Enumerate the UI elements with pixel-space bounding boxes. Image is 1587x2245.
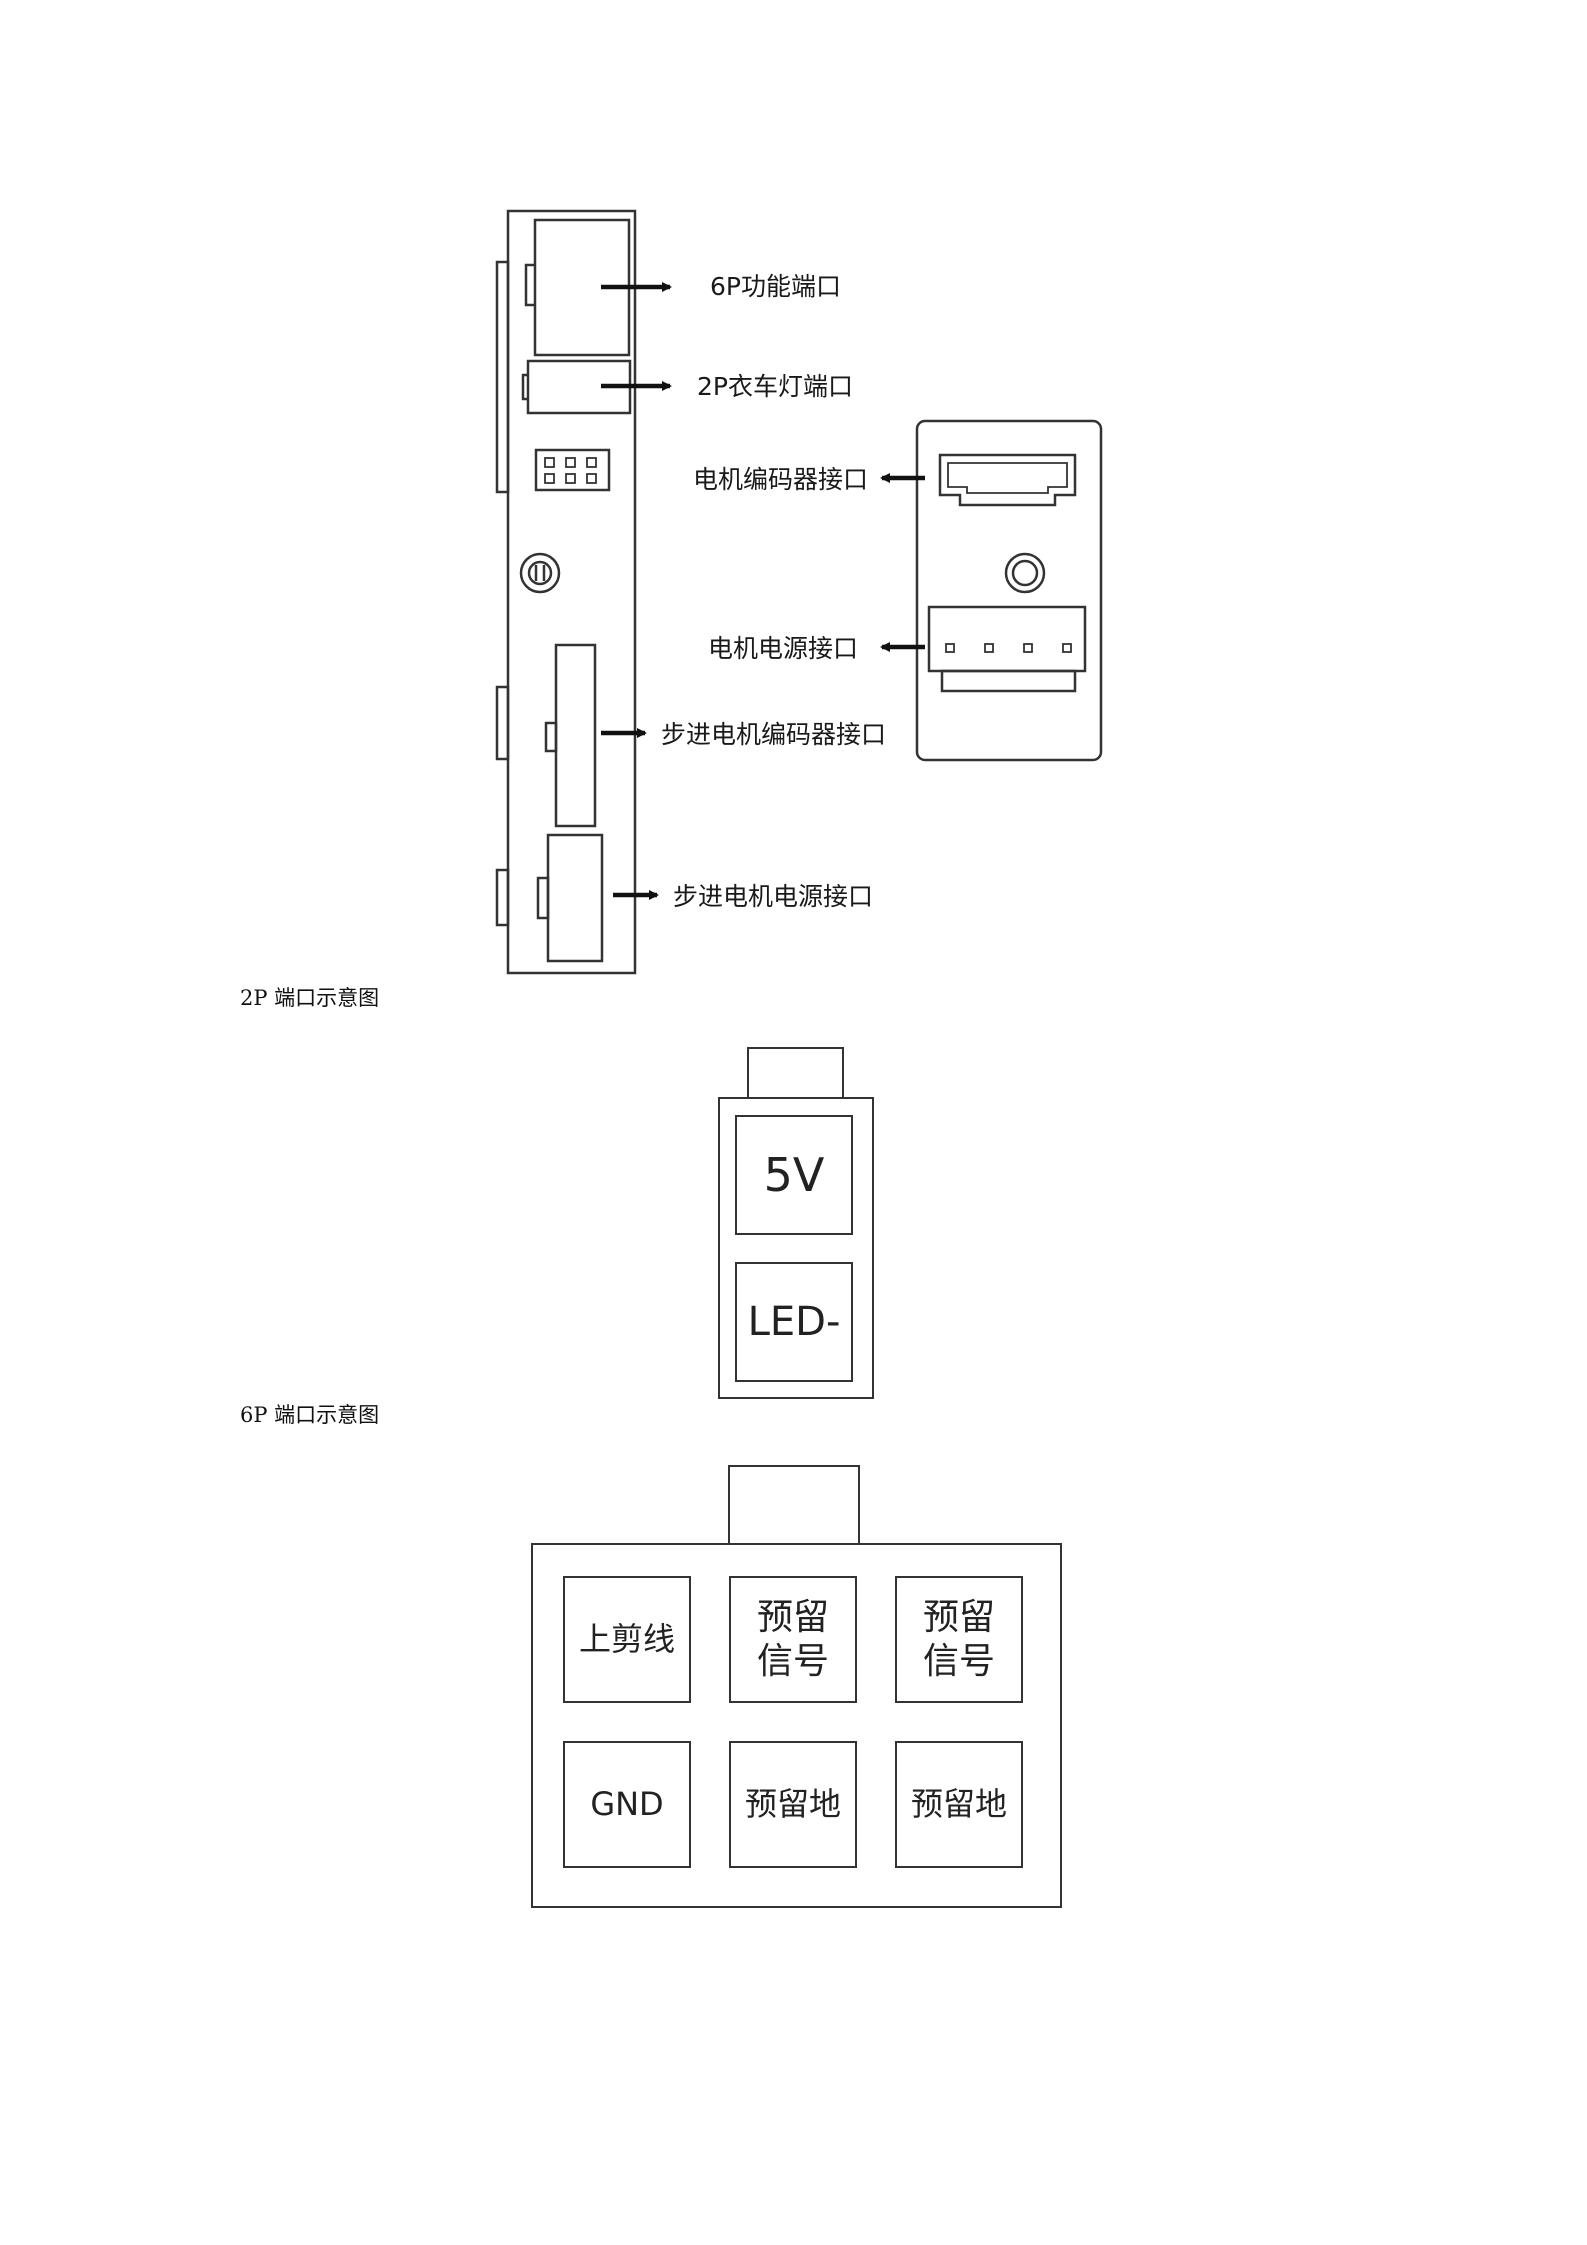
connector-6p-body: 上剪线 预留信号 预留信号 GND 预留地 预留地: [531, 1543, 1062, 1908]
caption-2p: 2P 端口示意图: [240, 986, 380, 1010]
pin-reserved-signal-2: 预留信号: [895, 1576, 1023, 1703]
label-stepper-encoder: 步进电机编码器接口: [661, 720, 886, 749]
pin-led-minus: LED-: [735, 1262, 853, 1382]
mounting-hole-motor: [1004, 552, 1046, 594]
pcb-board-diagram: 6P功能端口 2P衣车灯端口 电机编码器接口 电机电源接口 步进电机编码器接口 …: [495, 209, 1103, 975]
connector-6p-latch: [728, 1465, 860, 1547]
pin-upper-trim: 上剪线: [563, 1576, 691, 1703]
connector-6p: 上剪线 预留信号 预留信号 GND 预留地 预留地: [531, 1465, 1063, 1909]
pin-reserved-ground-1: 预留地: [729, 1741, 857, 1868]
stepper-encoder-connector: [544, 643, 597, 828]
label-motor-encoder: 电机编码器接口: [693, 465, 868, 494]
motor-power-connector: [927, 605, 1087, 693]
connector-2p-latch: [747, 1047, 844, 1101]
connector-2p: 5V LED-: [718, 1047, 874, 1399]
pin-5v: 5V: [735, 1115, 853, 1235]
pin-gnd: GND: [563, 1741, 691, 1868]
pin-reserved-ground-2: 预留地: [895, 1741, 1023, 1868]
motor-board: [915, 419, 1103, 762]
label-6p-port: 6P功能端口: [710, 272, 841, 301]
label-motor-power: 电机电源接口: [708, 634, 858, 663]
pin-header: [534, 448, 611, 492]
caption-6p: 6P 端口示意图: [240, 1403, 380, 1427]
stepper-power-connector: [536, 833, 604, 963]
mounting-hole-board: [519, 552, 561, 594]
label-stepper-power: 步进电机电源接口: [673, 882, 873, 911]
main-board: [495, 209, 637, 975]
label-2p-port: 2P衣车灯端口: [697, 372, 853, 401]
connector-2p-body: 5V LED-: [718, 1097, 874, 1399]
pin-reserved-signal-1: 预留信号: [729, 1576, 857, 1703]
motor-encoder-connector: [938, 453, 1077, 507]
